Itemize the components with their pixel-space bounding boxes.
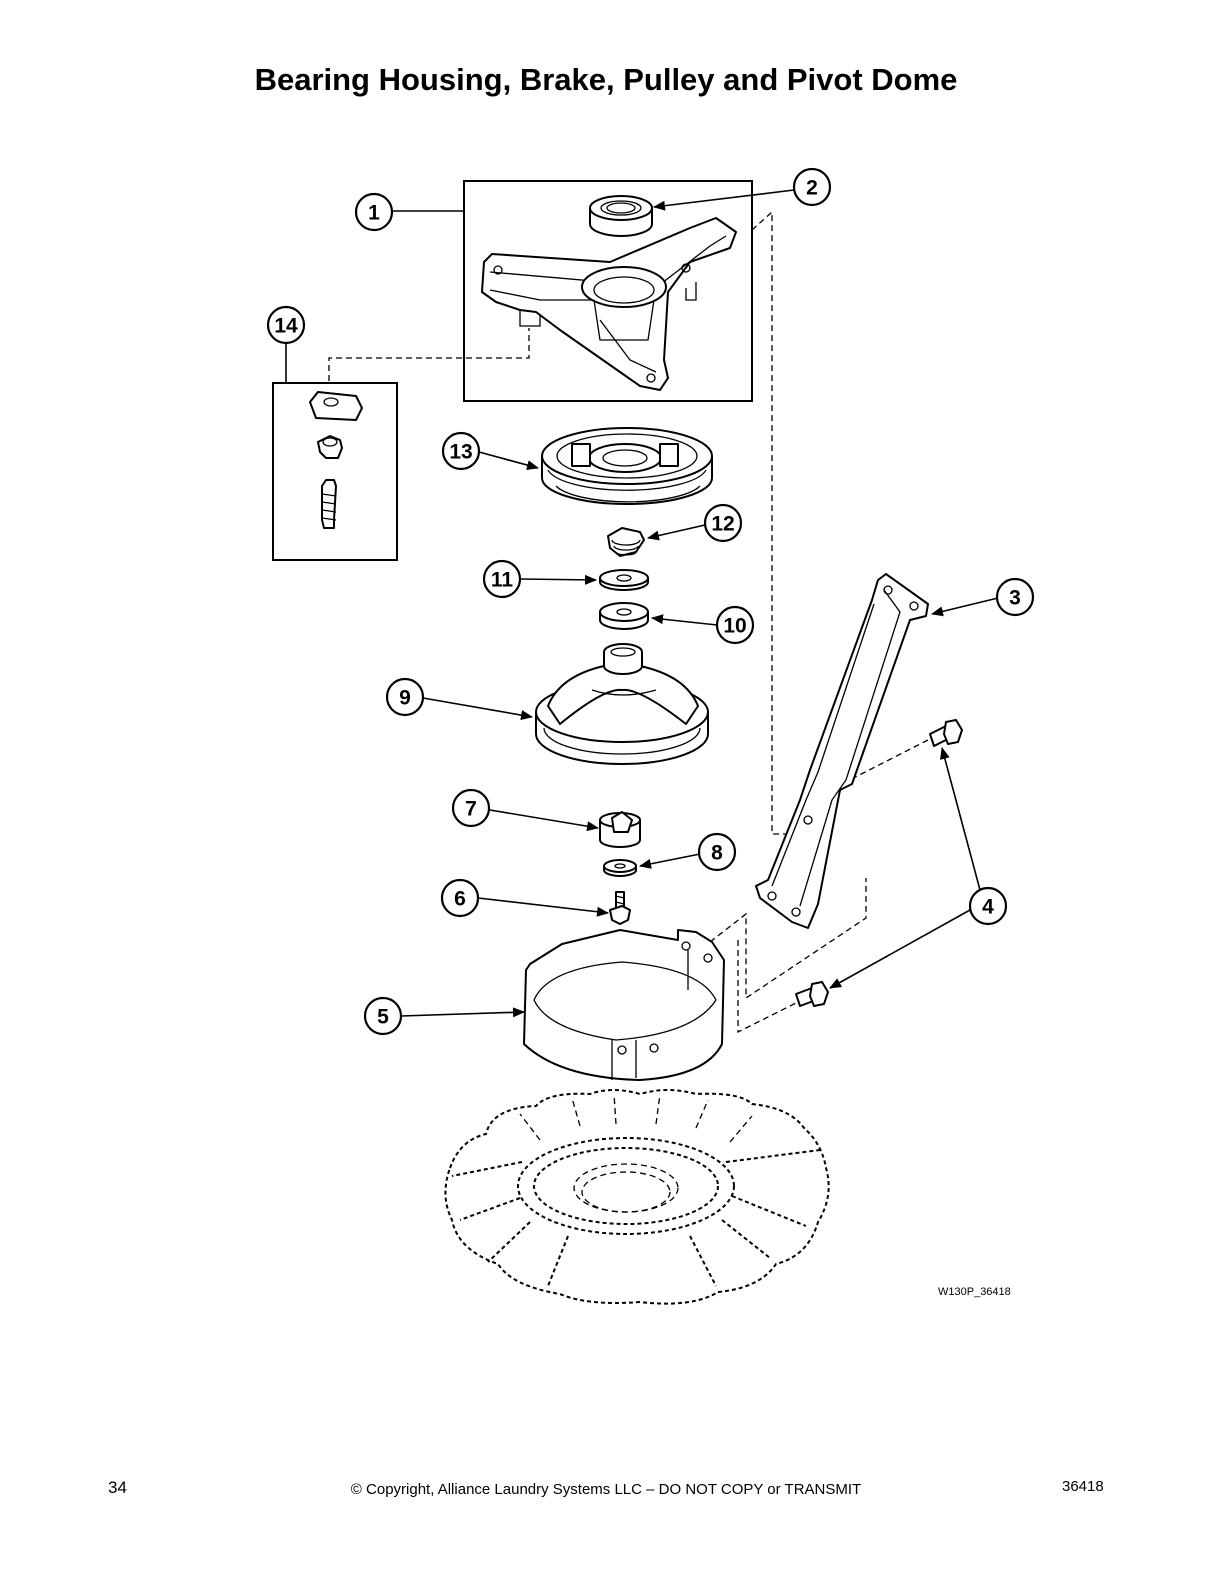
tub-phantom-outline bbox=[444, 1089, 830, 1305]
callout-5: 5 bbox=[363, 996, 403, 1036]
callout-6: 6 bbox=[440, 878, 480, 918]
page-title: Bearing Housing, Brake, Pulley and Pivot… bbox=[254, 62, 958, 97]
leader-4a bbox=[940, 747, 981, 891]
housing-to-brace-dashed-line bbox=[751, 210, 800, 835]
callout-14: 14 bbox=[266, 305, 306, 345]
callout-11: 11 bbox=[482, 559, 522, 599]
callout-8: 8 bbox=[697, 832, 737, 872]
svg-text:11: 11 bbox=[491, 569, 514, 592]
svg-text:8: 8 bbox=[711, 842, 723, 865]
callout-3: 3 bbox=[995, 577, 1035, 617]
callout-7: 7 bbox=[451, 788, 491, 828]
leader-11 bbox=[519, 574, 597, 585]
kit-to-housing-dashed-line bbox=[328, 328, 530, 381]
washer-part-11 bbox=[599, 569, 649, 591]
callout-9: 9 bbox=[385, 677, 425, 717]
hardware-kit-group-box bbox=[272, 382, 398, 561]
leader-2 bbox=[653, 189, 795, 211]
document-number: 36418 bbox=[1062, 1478, 1104, 1495]
page-number: 34 bbox=[108, 1478, 127, 1497]
leader-10 bbox=[651, 614, 718, 626]
svg-text:10: 10 bbox=[723, 615, 746, 638]
copyright-notice: © Copyright, Alliance Laundry Systems LL… bbox=[350, 1481, 862, 1498]
callout-10: 10 bbox=[715, 605, 755, 645]
leader-4b bbox=[829, 909, 971, 989]
leader-8 bbox=[639, 853, 701, 869]
svg-text:1: 1 bbox=[368, 202, 380, 225]
drawing-reference: W130P_36418 bbox=[938, 1286, 1011, 1298]
svg-text:4: 4 bbox=[982, 896, 994, 919]
hardware-kit-parts bbox=[309, 391, 363, 529]
svg-text:14: 14 bbox=[274, 315, 298, 338]
brake-shield-part bbox=[523, 929, 725, 1081]
callout-12: 12 bbox=[703, 503, 743, 543]
bushing-part bbox=[599, 811, 641, 848]
flange-bolt-upper-part bbox=[929, 719, 963, 747]
bearing-housing-group-box bbox=[463, 180, 753, 402]
bearing-housing-part bbox=[481, 217, 737, 391]
callout-13: 13 bbox=[441, 431, 481, 471]
callout-1: 1 bbox=[354, 192, 394, 232]
washer-part-10 bbox=[599, 602, 649, 630]
washer-part-8 bbox=[603, 859, 637, 877]
leader-5 bbox=[400, 1007, 525, 1018]
svg-text:3: 3 bbox=[1009, 587, 1021, 610]
svg-text:13: 13 bbox=[449, 441, 472, 464]
leader-7 bbox=[489, 809, 599, 832]
leader-3 bbox=[931, 597, 999, 617]
svg-text:2: 2 bbox=[806, 177, 818, 200]
svg-text:5: 5 bbox=[377, 1006, 389, 1029]
shield-to-brace-dashed-line bbox=[709, 878, 867, 1000]
svg-text:7: 7 bbox=[465, 798, 477, 821]
hex-bolt-part bbox=[609, 891, 631, 925]
flange-bolt-lower-part bbox=[795, 981, 829, 1007]
svg-text:12: 12 bbox=[711, 513, 734, 536]
leader-9 bbox=[422, 697, 533, 721]
spring-part bbox=[607, 527, 645, 557]
brace-part bbox=[755, 573, 929, 929]
shield-to-bolt-dashed-line bbox=[737, 940, 807, 1034]
leader-13 bbox=[478, 451, 539, 470]
pulley-part bbox=[541, 427, 713, 505]
leader-12 bbox=[647, 524, 706, 541]
pivot-dome-part bbox=[535, 643, 709, 765]
callout-2: 2 bbox=[792, 167, 832, 207]
svg-text:9: 9 bbox=[399, 687, 411, 710]
callout-4: 4 bbox=[968, 886, 1008, 926]
svg-text:6: 6 bbox=[454, 888, 466, 911]
leader-6 bbox=[477, 897, 609, 917]
bearing-part bbox=[589, 195, 653, 237]
